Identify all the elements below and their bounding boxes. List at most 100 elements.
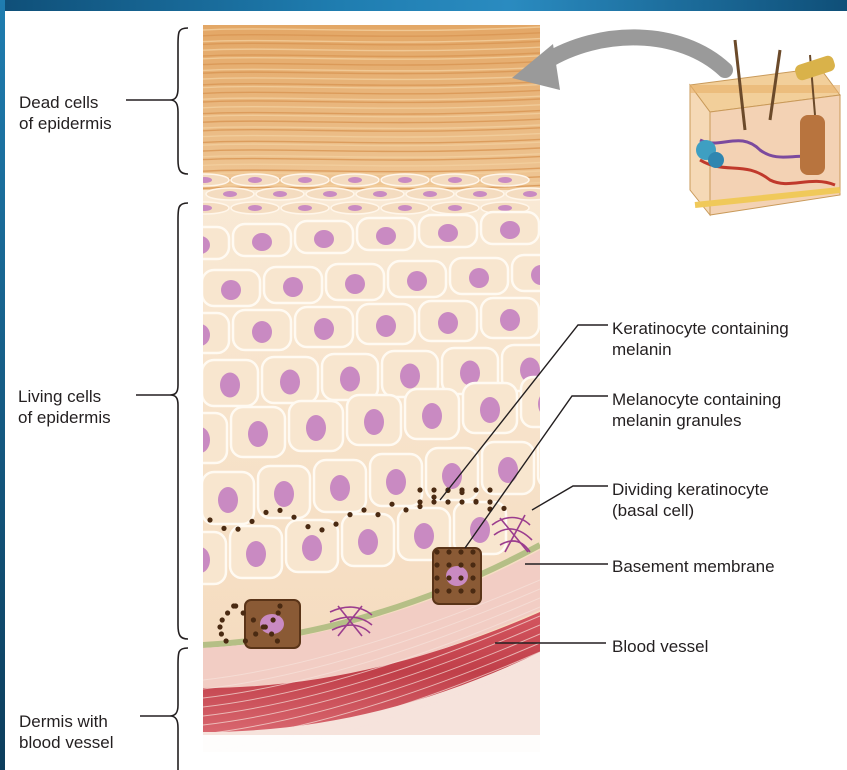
melanin-granule (446, 575, 451, 580)
keratinocyte-cell (173, 413, 227, 463)
melanin-granule (473, 499, 478, 504)
melanin-granule (403, 507, 408, 512)
cell-nucleus (414, 523, 434, 549)
keratinocyte-cell (512, 255, 570, 291)
cell-nucleus (469, 268, 489, 288)
cell-nucleus (364, 409, 384, 435)
keratinocyte-cell (574, 252, 632, 288)
cell-nucleus (358, 529, 378, 555)
melanin-granule (470, 575, 475, 580)
melanin-granule (487, 487, 492, 492)
melanin-granule (231, 603, 236, 608)
skin-cross-section (171, 25, 632, 761)
cell-nucleus (314, 318, 334, 340)
melanin-granule (487, 499, 492, 504)
flat-nucleus (348, 205, 362, 211)
melanin-granule (271, 617, 276, 622)
cell-nucleus (407, 271, 427, 291)
keratinocyte-cell (543, 209, 601, 241)
flat-nucleus (373, 191, 387, 197)
cell-nucleus (274, 481, 294, 507)
bracket-living (170, 203, 188, 639)
flat-nucleus (448, 177, 462, 183)
bracket-dermis (170, 648, 188, 770)
keratinocyte-cell (543, 295, 601, 335)
cell-nucleus (376, 227, 396, 245)
melanin-granule (446, 588, 451, 593)
cell-nucleus (531, 265, 551, 285)
melanin-granule (434, 549, 439, 554)
cell-nucleus (220, 373, 240, 398)
melanin-granule (220, 617, 225, 622)
melanin-granule (470, 562, 475, 567)
melanin-granule (434, 562, 439, 567)
cell-nucleus (248, 421, 268, 447)
cell-nucleus (221, 280, 241, 300)
cell-nucleus (283, 277, 303, 297)
cell-nucleus (500, 221, 520, 239)
flat-nucleus (423, 191, 437, 197)
melanin-granule (458, 562, 463, 567)
keratinocyte-cell (171, 313, 229, 353)
melanin-granule (225, 610, 230, 615)
flat-nucleus (198, 177, 212, 183)
melanin-granule (459, 487, 464, 492)
flat-nucleus (298, 205, 312, 211)
cell-nucleus (345, 274, 365, 294)
label-living-cells: Living cells of epidermis (18, 386, 111, 428)
melanin-granule (431, 499, 436, 504)
flat-nucleus (273, 191, 287, 197)
cell-nucleus (386, 469, 406, 495)
keratinocyte-cell (171, 227, 229, 259)
flat-nucleus (398, 205, 412, 211)
cell-nucleus (400, 364, 420, 389)
melanin-granule (470, 588, 475, 593)
melanin-granule (235, 527, 240, 532)
melanin-granule (217, 624, 222, 629)
melanin-granule (221, 526, 226, 531)
cell-nucleus (376, 315, 396, 337)
cell-nucleus (302, 535, 322, 561)
label-dead-cells: Dead cells of epidermis (19, 92, 112, 134)
melanin-granule (431, 487, 436, 492)
flat-nucleus (498, 177, 512, 183)
label-basement-membrane: Basement membrane (612, 556, 775, 577)
cell-nucleus (498, 457, 518, 483)
cell-nucleus (306, 415, 326, 441)
melanin-granule (458, 549, 463, 554)
cell-nucleus (538, 391, 558, 417)
keratinocyte-cell (538, 436, 590, 488)
keratinocyte-cell (521, 377, 575, 427)
melanin-granule (253, 631, 258, 636)
flat-nucleus (298, 177, 312, 183)
cell-nucleus (314, 230, 334, 248)
flat-nucleus (523, 191, 537, 197)
cell-nucleus (500, 309, 520, 331)
melanin-granule (243, 638, 248, 643)
melanin-granule (263, 510, 268, 515)
melanin-granule (473, 487, 478, 492)
label-dermis: Dermis with blood vessel (19, 711, 114, 753)
melanin-granule (458, 588, 463, 593)
bottom-fade (200, 735, 545, 770)
cell-nucleus (580, 355, 600, 380)
cell-nucleus (422, 403, 442, 429)
melanin-granule (319, 527, 324, 532)
flat-nucleus (348, 177, 362, 183)
melanin-granule (305, 524, 310, 529)
melanin-granule (470, 549, 475, 554)
flat-nucleus (473, 191, 487, 197)
cell-nucleus (438, 312, 458, 334)
cell-nucleus (480, 397, 500, 423)
label-keratinocyte: Keratinocyte containing melanin (612, 318, 789, 360)
cell-nucleus (190, 427, 210, 453)
cell-nucleus (593, 262, 613, 282)
cell-nucleus (190, 547, 210, 573)
melanin-granule (333, 522, 338, 527)
melanin-granule (276, 610, 281, 615)
cell-nucleus (470, 517, 490, 543)
melanin-granule (375, 512, 380, 517)
melanin-granule (347, 512, 352, 517)
label-melanocyte: Melanocyte containing melanin granules (612, 389, 781, 431)
